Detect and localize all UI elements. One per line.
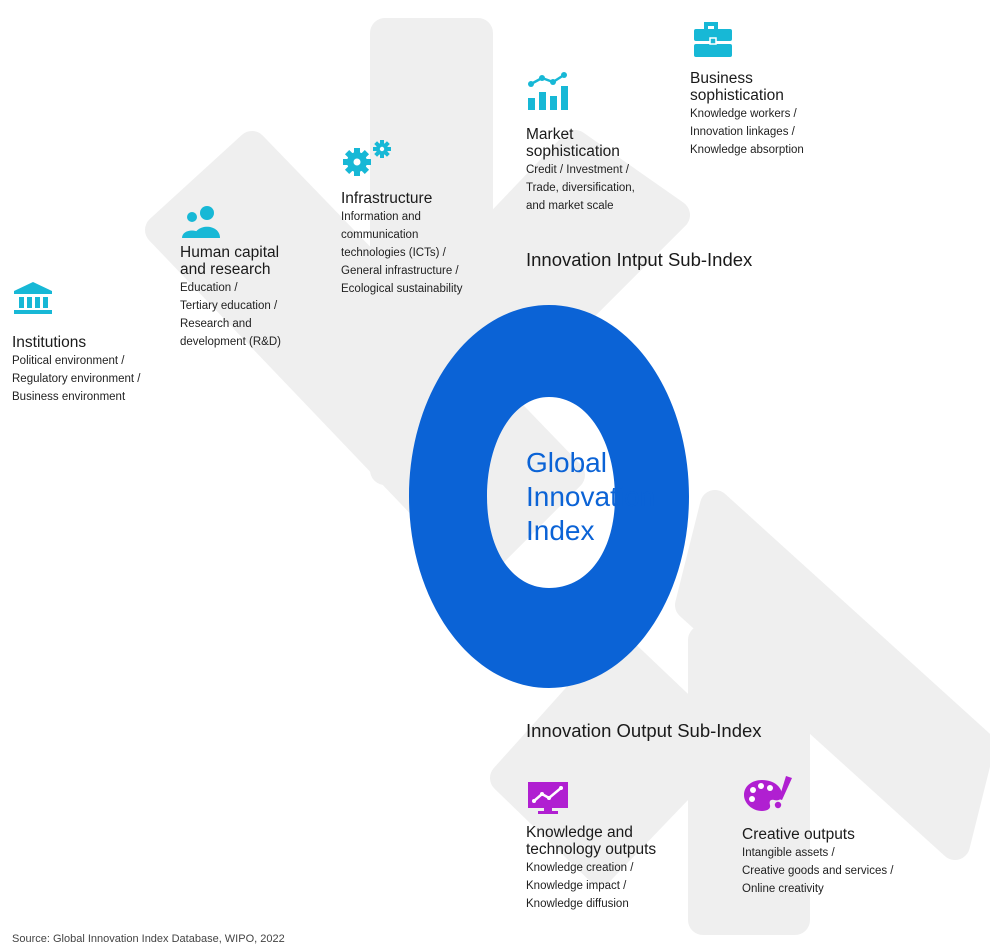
title-line: Market	[526, 126, 574, 143]
desc-line: development (R&D)	[180, 336, 281, 348]
source-note: Source: Global Innovation Index Database…	[12, 933, 285, 945]
desc-line: Business environment	[12, 391, 126, 403]
global-innovation-index-ring	[409, 305, 689, 688]
desc-line: Regulatory environment /	[12, 373, 141, 385]
desc-line: Creative goods and services /	[742, 865, 894, 877]
desc-line: and market scale	[526, 200, 614, 212]
pillar-human-capital: Human capital and research Education / T…	[180, 204, 281, 351]
title-line: sophistication	[690, 87, 784, 104]
desc-line: Intangible assets /	[742, 847, 835, 859]
desc-line: Tertiary education /	[180, 300, 278, 312]
input-subindex-label: Innovation Intput Sub-Index	[526, 249, 753, 270]
pillar-desc: Political environment / Regulatory envir…	[12, 352, 140, 406]
pillar-infrastructure: Infrastructure Information and communica…	[341, 140, 462, 298]
title-line: and research	[180, 261, 271, 278]
pillar-desc: Information and communication technologi…	[341, 208, 462, 298]
pillar-knowledge: Knowledge and technology outputs Knowled…	[526, 780, 656, 913]
desc-line: Knowledge impact /	[526, 880, 627, 892]
people-icon	[182, 206, 220, 238]
desc-line: Research and	[180, 318, 252, 330]
pillar-desc: Intangible assets / Creative goods and s…	[742, 844, 894, 898]
desc-line: Education /	[180, 282, 238, 294]
desc-line: Information and	[341, 211, 421, 223]
desc-line: Credit / Investment /	[526, 164, 629, 176]
pillar-title: Business sophistication	[690, 70, 804, 104]
desc-line: technologies (ICTs) /	[341, 247, 446, 259]
monitor-chart-icon	[528, 782, 568, 814]
center-title-line1: Global	[526, 447, 607, 478]
desc-line: communication	[341, 229, 419, 241]
center-title: Global Innovation Index	[526, 446, 686, 548]
desc-line: Ecological sustainability	[341, 283, 463, 295]
pillar-creative: Creative outputs Intangible assets / Cre…	[742, 774, 894, 898]
pillar-title: Creative outputs	[742, 826, 855, 843]
pillar-desc: Knowledge creation / Knowledge impact / …	[526, 859, 656, 913]
desc-line: General infrastructure /	[341, 265, 459, 277]
desc-line: Knowledge absorption	[690, 144, 804, 156]
pillar-institutions: Institutions Political environment / Reg…	[12, 280, 140, 406]
pillar-business: Business sophistication Knowledge worker…	[690, 18, 804, 159]
pillar-title: Market sophistication	[526, 126, 635, 160]
pillar-desc: Education / Tertiary education / Researc…	[180, 279, 281, 351]
center-title-line2: Innovation	[526, 481, 656, 512]
title-line: Knowledge and	[526, 824, 633, 841]
title-line: Human capital	[180, 244, 280, 261]
pillar-market: Market sophistication Credit / Investmen…	[526, 72, 635, 215]
pillar-title: Infrastructure	[341, 190, 433, 207]
briefcase-icon	[694, 22, 732, 57]
desc-line: Online creativity	[742, 883, 824, 895]
desc-line: Knowledge diffusion	[526, 898, 629, 910]
desc-line: Political environment /	[12, 355, 125, 367]
desc-line: Innovation linkages /	[690, 126, 795, 138]
title-line: technology outputs	[526, 841, 657, 858]
band-output-right	[675, 490, 990, 860]
bank-icon	[14, 282, 52, 314]
desc-line: Trade, diversification,	[526, 182, 635, 194]
title-line: Business	[690, 70, 753, 87]
center-title-line3: Index	[526, 515, 595, 546]
title-line: sophistication	[526, 143, 620, 160]
pillar-title: Knowledge and technology outputs	[526, 824, 656, 858]
bar-chart-icon	[528, 72, 568, 110]
pillar-desc: Credit / Investment / Trade, diversifica…	[526, 161, 635, 215]
output-subindex-label: Innovation Output Sub-Index	[526, 720, 762, 741]
desc-line: Knowledge workers /	[690, 108, 797, 120]
gears-icon	[343, 140, 391, 176]
desc-line: Knowledge creation /	[526, 862, 634, 874]
pillar-title: Human capital and research	[180, 244, 281, 278]
pillar-desc: Knowledge workers / Innovation linkages …	[690, 105, 804, 159]
pillar-title: Institutions	[12, 334, 87, 351]
palette-icon	[744, 776, 792, 811]
